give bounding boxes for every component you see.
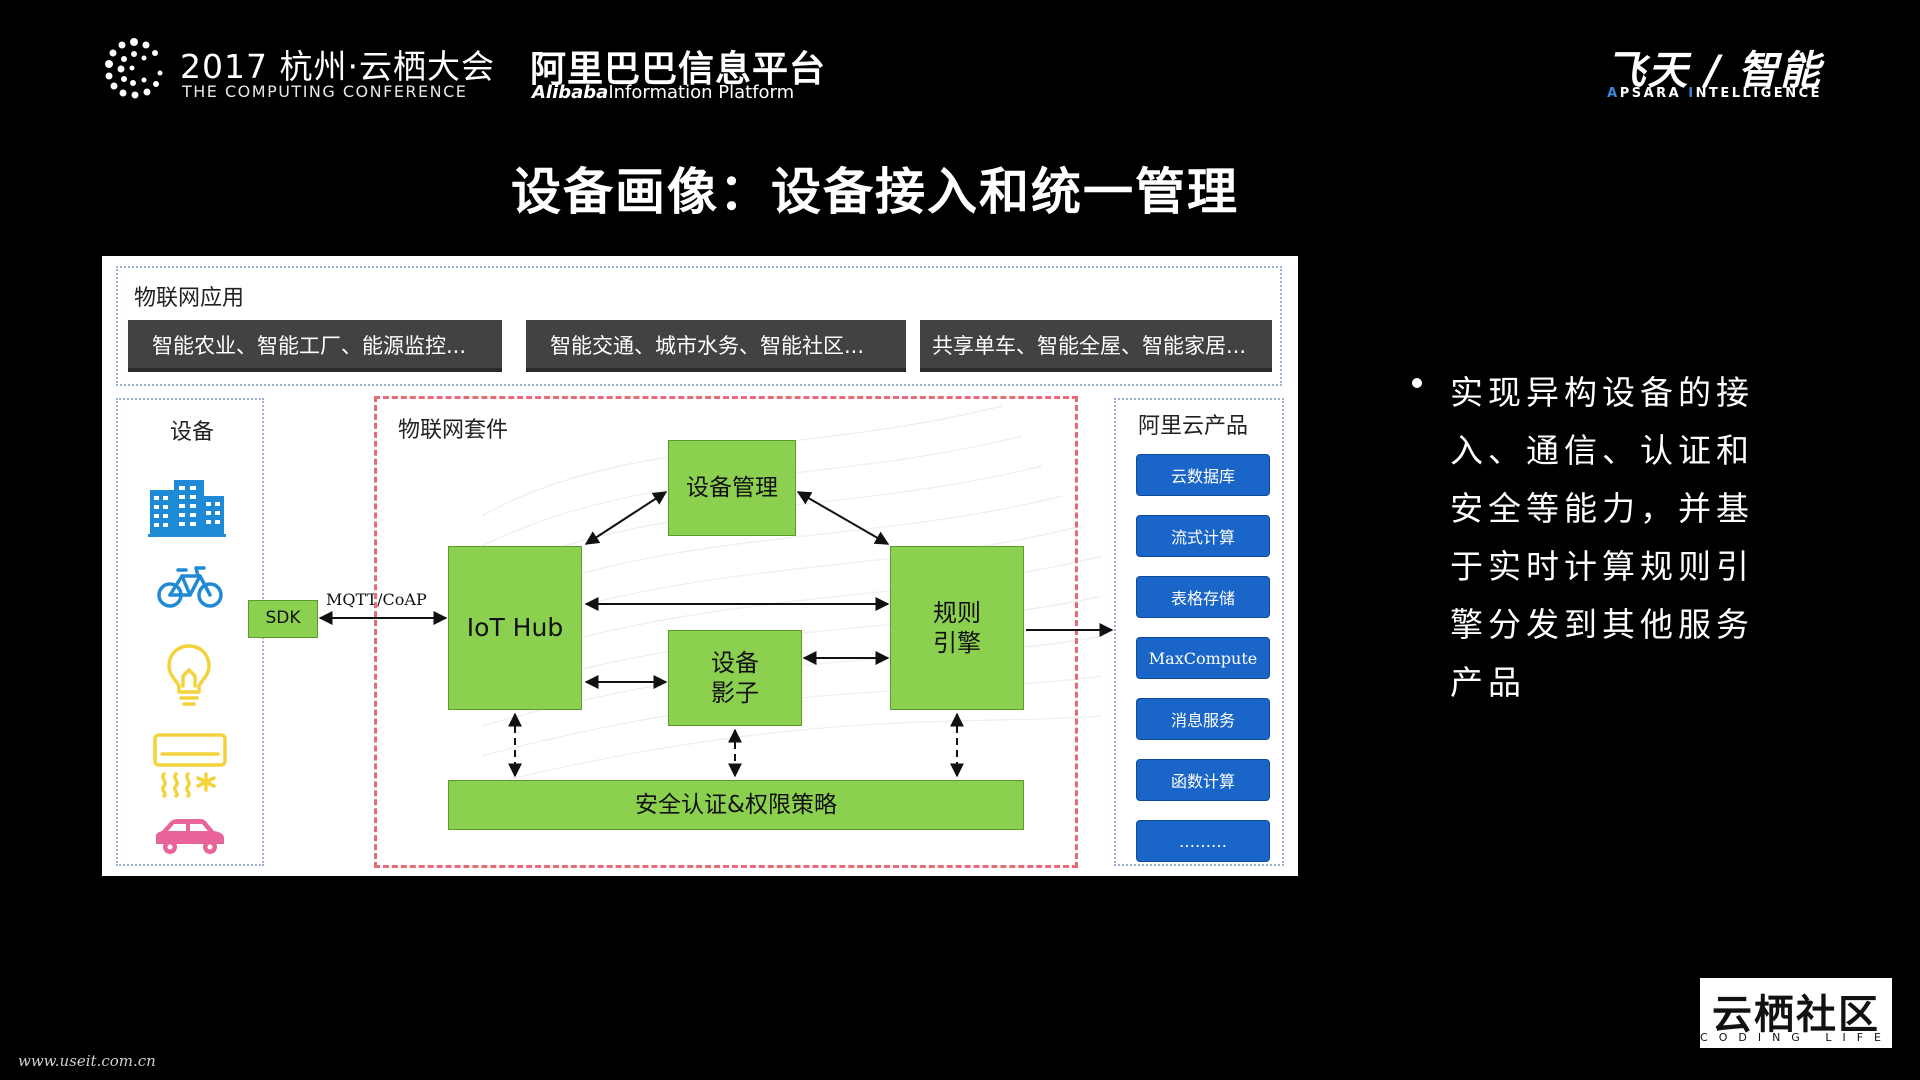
alibaba-logo-en: AlibabaInformation Platform: [532, 82, 794, 103]
iot-app-box-2: 智能交通、城市水务、智能社区...: [526, 320, 906, 372]
lightbulb-icon: [167, 644, 211, 706]
alibaba-info-platform-logo: 阿里巴巴信息平台 AlibabaInformation Platform: [530, 40, 825, 104]
rule-engine-label-line1: 规则: [933, 599, 981, 627]
arrow-iothub-devmgmt: [584, 491, 668, 545]
arrow-devmgmt-rules: [796, 491, 890, 545]
slide-title: 设备画像：设备接入和统一管理: [511, 163, 1239, 221]
yunqi-logo-en: CODING LIFE: [1700, 1031, 1892, 1044]
building-icon: [148, 480, 226, 537]
diagram-connectors: [318, 491, 1114, 778]
yunqi-logo-cn: 云栖社区: [1712, 992, 1880, 1038]
architecture-diagram: 物联网应用 智能农业、智能工厂、能源监控... 智能交通、城市水务、智能社区..…: [102, 256, 1298, 876]
iot-suite-group: [374, 396, 1078, 868]
product-more: ………: [1136, 820, 1270, 862]
apsara-logo-en: APSARA INTELLIGENCE: [1607, 86, 1822, 101]
apsara-logo-en-i: I: [1688, 86, 1696, 101]
conference-logo: 2017 杭州·云栖大会 THE COMPUTING CONFERENCE: [102, 36, 494, 104]
aliyun-products-label: 阿里云产品: [1138, 414, 1249, 439]
product-message-service: 消息服务: [1136, 698, 1270, 740]
apsara-intelligence-logo: 飞天 / 智能 APSARA INTELLIGENCE: [1605, 38, 1822, 106]
iot-app-box-3: 共享单车、智能全屋、智能家居...: [920, 320, 1272, 372]
device-shadow-label-line1: 设备: [711, 649, 759, 677]
product-maxcompute: MaxCompute: [1136, 637, 1270, 679]
device-management-label: 设备管理: [686, 474, 778, 501]
alibaba-logo-cn: 阿里巴巴信息平台: [530, 49, 827, 90]
iot-hub-label: IoT Hub: [466, 613, 564, 643]
apsara-logo-en-a: A: [1607, 86, 1620, 101]
iot-applications-label: 物联网应用: [134, 286, 245, 311]
device-shadow-label-line2: 影子: [711, 679, 759, 707]
iot-hub-box: IoT Hub: [448, 546, 582, 710]
product-function-compute: 函数计算: [1136, 759, 1270, 801]
bullet-text: 实现异构设备的接入、通信、认证和安全等能力，并基于实时计算规则引擎分发到其他服务…: [1450, 373, 1754, 702]
aliyun-products-group: [1114, 398, 1284, 866]
iot-suite-label: 物联网套件: [398, 418, 509, 443]
yunqi-community-logo: 云栖社区 CODING LIFE: [1700, 978, 1892, 1048]
devices-label: 设备: [170, 420, 215, 445]
security-policy-box: 安全认证&权限策略: [448, 780, 1024, 830]
sdk-box: SDK: [248, 600, 318, 638]
product-stream-computing: 流式计算: [1136, 515, 1270, 557]
alibaba-logo-en-rest: Information Platform: [608, 82, 795, 103]
apsara-logo-cn: 飞天 / 智能: [1605, 48, 1822, 94]
iot-applications-group: [116, 266, 1282, 386]
product-table-store: 表格存储: [1136, 576, 1270, 618]
conference-logo-icon: [105, 38, 163, 99]
bicycle-icon: [157, 566, 223, 608]
device-management-box: 设备管理: [668, 440, 796, 536]
iot-app-box-1: 智能农业、智能工厂、能源监控...: [128, 320, 502, 372]
sdk-label: SDK: [265, 608, 301, 629]
security-policy-label: 安全认证&权限策略: [635, 791, 837, 818]
device-shadow-box: 设备 影子: [668, 630, 802, 726]
car-icon: [156, 819, 224, 854]
apsara-logo-en-psara: PSARA: [1619, 86, 1689, 101]
conference-subtitle: THE COMPUTING CONFERENCE: [182, 82, 468, 101]
apsara-logo-en-ntelligence: NTELLIGENCE: [1695, 86, 1822, 101]
site-watermark: www.useit.com.cn: [18, 1052, 156, 1070]
bullet-dot-icon: [1412, 378, 1422, 388]
rule-engine-label-line2: 引擎: [933, 629, 981, 657]
air-conditioner-icon: [153, 733, 227, 798]
product-cloud-database: 云数据库: [1136, 454, 1270, 496]
conference-title: 2017 杭州·云栖大会: [180, 47, 495, 86]
alibaba-logo-en-bold: Alibaba: [532, 82, 609, 103]
rule-engine-box: 规则 引擎: [890, 546, 1024, 710]
